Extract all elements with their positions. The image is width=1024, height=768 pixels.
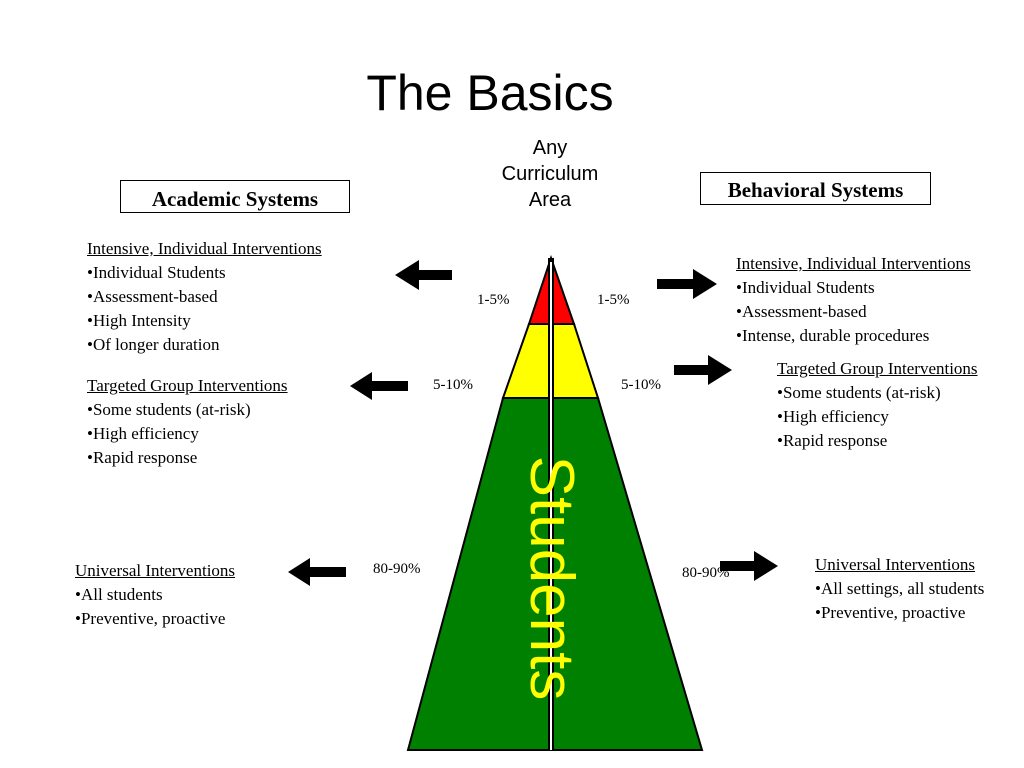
academic-systems-box: Academic Systems (120, 180, 350, 213)
pct-top-left: 1-5% (477, 292, 510, 308)
list-item: •High efficiency (777, 407, 889, 426)
behavioral-targeted-heading: Targeted Group Interventions (777, 359, 978, 378)
list-item: •High Intensity (87, 311, 191, 330)
area-label-line-2: Curriculum (501, 163, 599, 185)
behavioral-targeted-block: Targeted Group Interventions •Some stude… (777, 357, 978, 453)
behavioral-intensive-heading: Intensive, Individual Interventions (736, 254, 971, 273)
arrow-left-intensive (395, 260, 452, 290)
curriculum-area-label: Any Curriculum Area (470, 135, 630, 213)
list-item: •Rapid response (777, 431, 888, 450)
list-item: •Some students (at-risk) (777, 383, 941, 402)
academic-universal-block: Universal Interventions •All students •P… (75, 559, 235, 631)
behavioral-intensive-block: Intensive, Individual Interventions •Ind… (736, 252, 971, 348)
arrow-right-intensive (657, 269, 717, 299)
list-item: •All settings, all students (815, 579, 985, 598)
list-item: •Assessment-based (87, 287, 218, 306)
academic-targeted-heading: Targeted Group Interventions (87, 376, 288, 395)
students-label: Students (517, 455, 586, 701)
behavioral-universal-block: Universal Interventions •All settings, a… (815, 553, 984, 625)
academic-universal-heading: Universal Interventions (75, 561, 236, 580)
list-item: •Rapid response (87, 448, 198, 467)
list-item: •Of longer duration (87, 335, 220, 354)
list-item: •Intense, durable procedures (736, 326, 930, 345)
arrow-left-universal (288, 558, 346, 586)
page-title: The Basics (366, 65, 614, 121)
academic-targeted-block: Targeted Group Interventions •Some stude… (87, 374, 288, 470)
arrow-left-targeted (350, 372, 408, 400)
list-item: •Preventive, proactive (815, 603, 966, 622)
list-item: •Some students (at-risk) (87, 400, 251, 419)
academic-intensive-block: Intensive, Individual Interventions •Ind… (87, 237, 322, 357)
pct-bottom-right: 80-90% (682, 565, 730, 581)
arrow-right-universal (720, 551, 778, 581)
list-item: •Assessment-based (736, 302, 867, 321)
arrow-right-targeted (674, 355, 732, 385)
pct-middle-right: 5-10% (621, 377, 661, 393)
list-item: •All students (75, 585, 163, 604)
pct-top-right: 1-5% (597, 292, 630, 308)
list-item: •Preventive, proactive (75, 609, 226, 628)
academic-intensive-heading: Intensive, Individual Interventions (87, 239, 322, 258)
behavioral-systems-box: Behavioral Systems (700, 172, 931, 205)
list-item: •Individual Students (87, 263, 226, 282)
pct-bottom-left: 80-90% (373, 561, 421, 577)
list-item: •High efficiency (87, 424, 199, 443)
behavioral-universal-heading: Universal Interventions (815, 555, 976, 574)
pct-middle-left: 5-10% (433, 377, 473, 393)
area-label-line-3: Area (528, 189, 572, 211)
area-label-line-1: Any (532, 137, 568, 159)
list-item: •Individual Students (736, 278, 875, 297)
